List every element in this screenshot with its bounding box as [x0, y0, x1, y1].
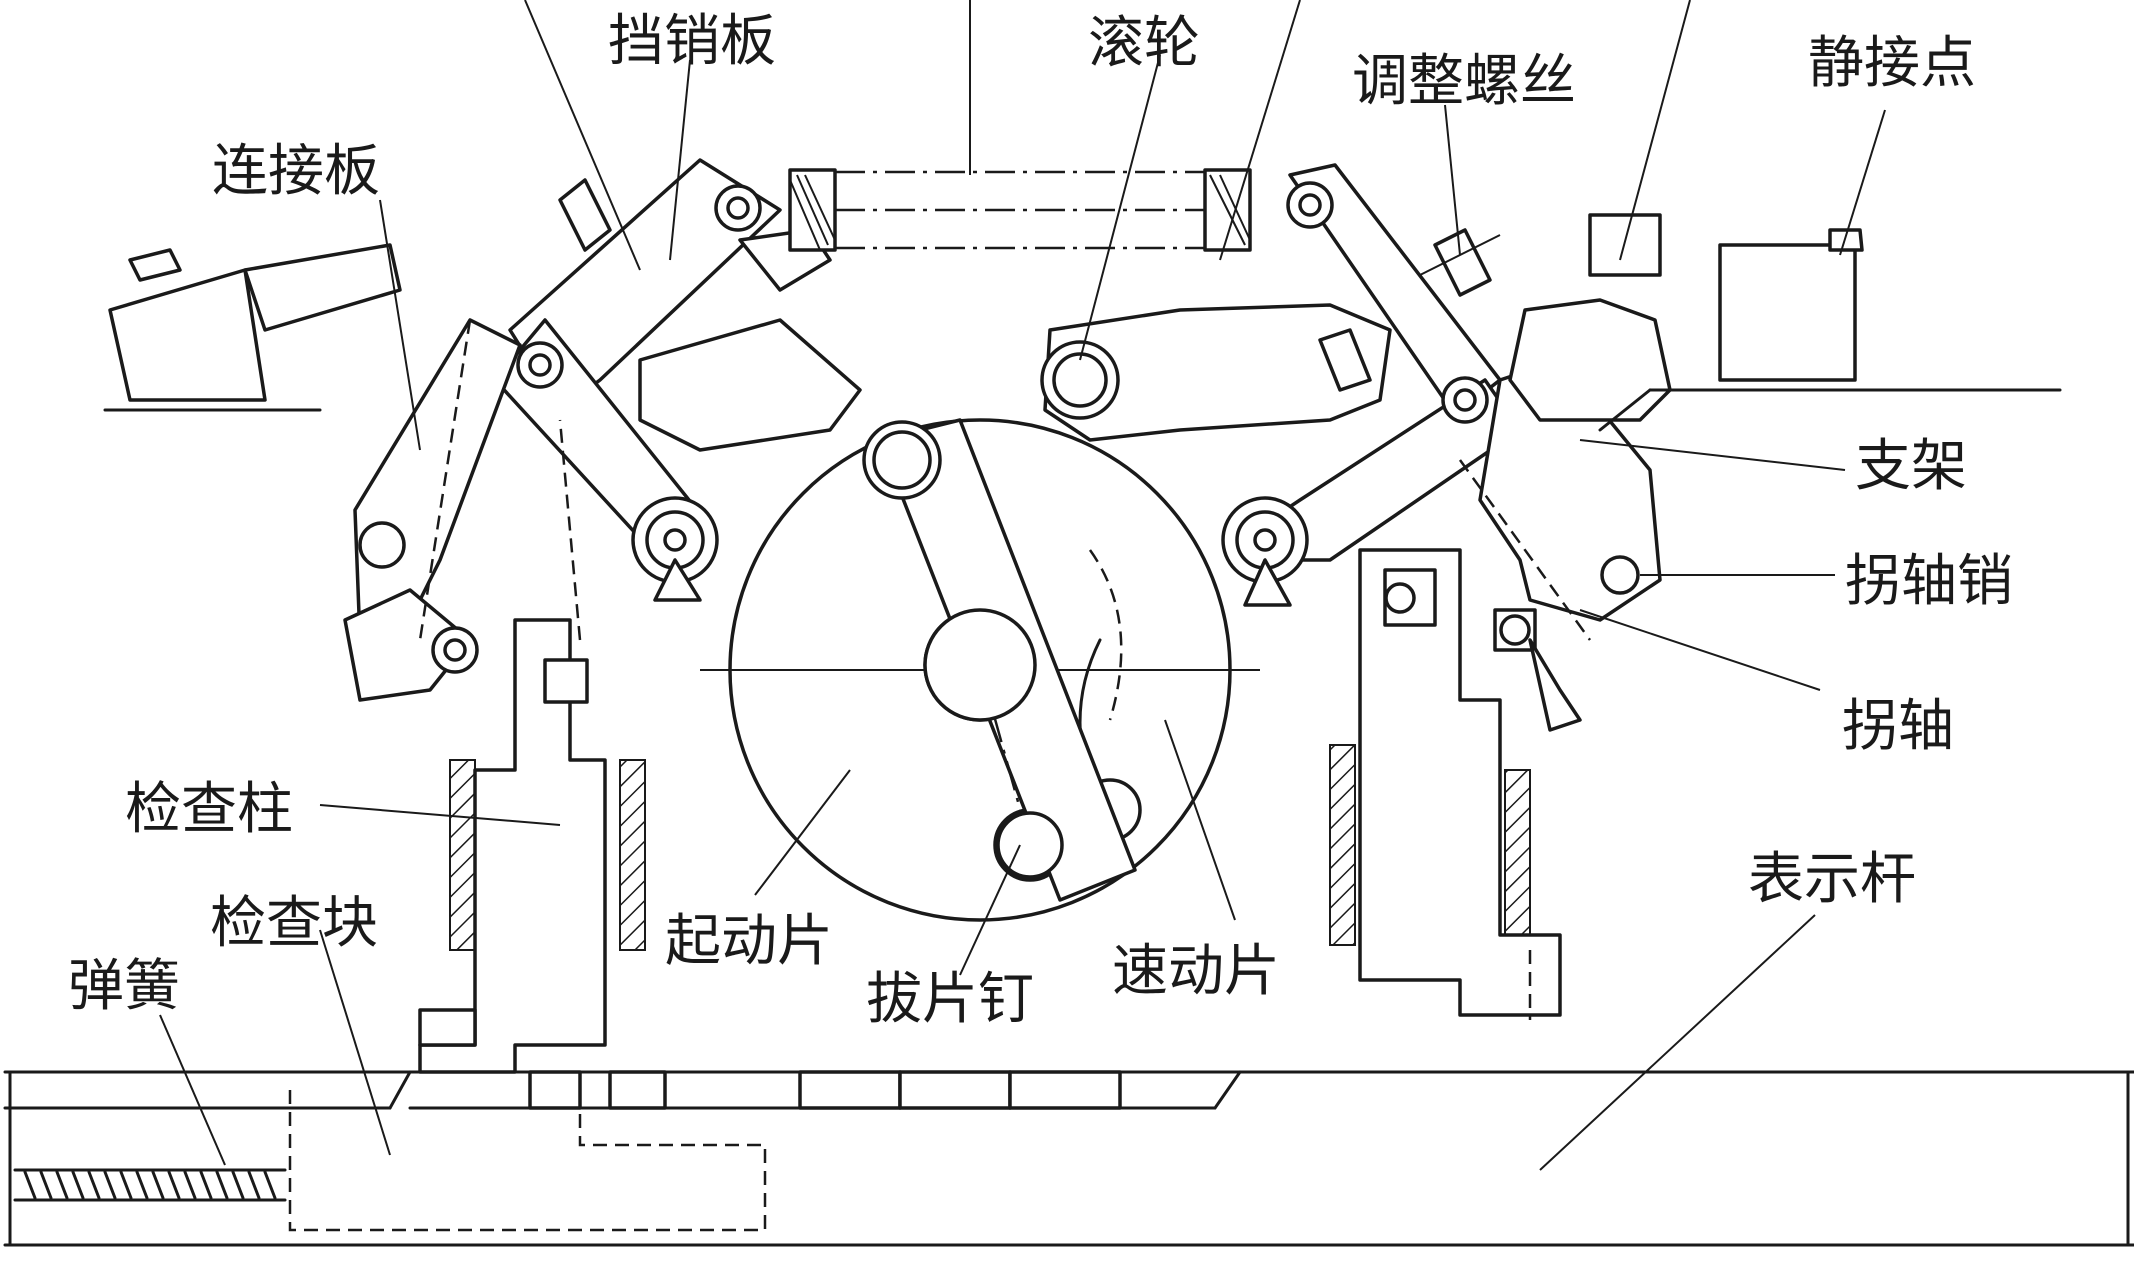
label-connecting-plate: 连接板 [212, 139, 380, 204]
check-column-right [1329, 548, 1562, 1020]
label-check-block: 检查块 [210, 891, 378, 956]
indicator-rod [3, 1070, 2134, 1247]
label-roller: 滚轮 [1088, 11, 1200, 76]
left-linkage [343, 158, 862, 702]
label-spring: 弹簧 [68, 954, 180, 1019]
label-check-column: 检查柱 [125, 777, 293, 842]
label-fast-piece: 速动片 [1112, 939, 1280, 1004]
label-pull-pin: 拔片钉 [866, 967, 1034, 1032]
right-linkage [1040, 163, 1662, 732]
check-column-left [418, 618, 646, 1074]
check-block [288, 1090, 767, 1232]
label-bracket: 支架 [1855, 434, 1967, 499]
label-start-piece: 起动片 [665, 909, 833, 974]
label-indicator-rod: 表示杆 [1748, 847, 1916, 912]
right-static-contact [1508, 213, 2062, 432]
label-adjust-screw: 调整螺丝 [1352, 49, 1576, 114]
spring [13, 1168, 287, 1202]
label-crank: 拐轴 [1842, 694, 1954, 759]
left-static-contact [103, 243, 402, 412]
fast-piece [862, 418, 1137, 902]
label-crank-pin: 拐轴销 [1845, 549, 2013, 614]
label-stop-pin-plate: 挡销板 [608, 9, 776, 74]
label-static-contact: 静接点 [1808, 31, 1976, 96]
leader-lines [159, 0, 1886, 1171]
